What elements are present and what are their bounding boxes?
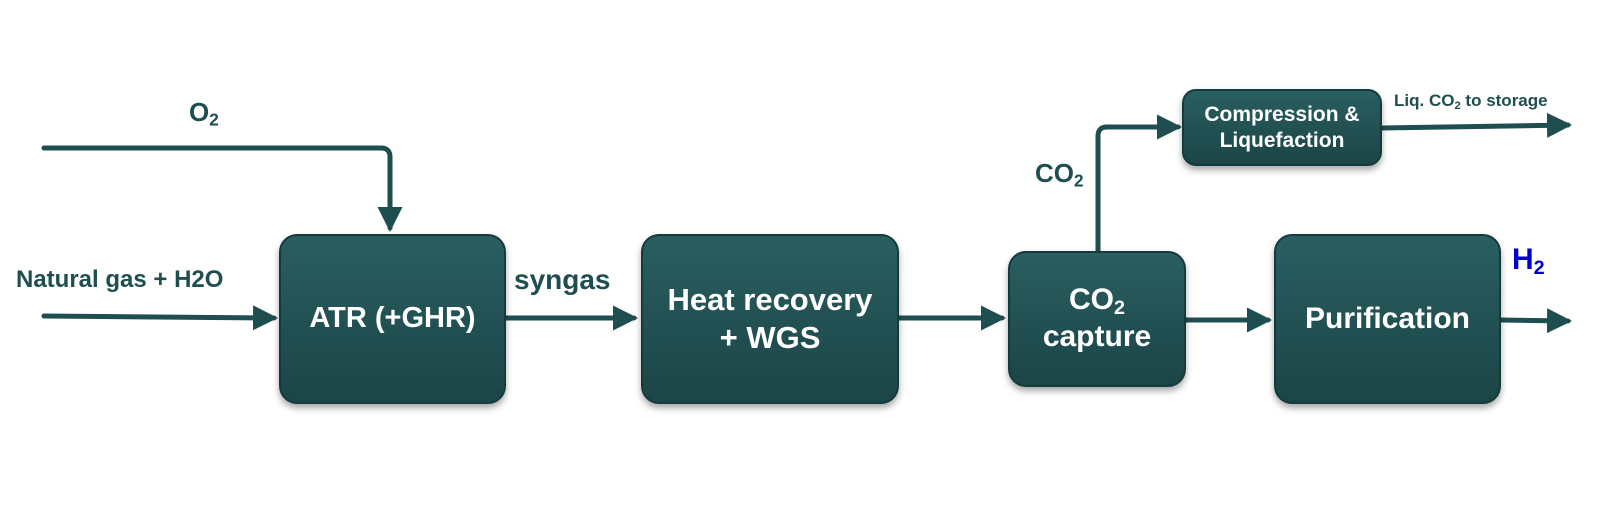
feed-stream-arrow — [41, 305, 278, 331]
liq-co2-stream-label: Liq. CO2 to storage — [1394, 91, 1548, 112]
feed-stream-label: Natural gas + H2O — [16, 266, 224, 293]
co2-stream-arrow — [1095, 114, 1183, 254]
o2-stream-arrow — [41, 145, 403, 233]
compression-liquefaction-unit: Compression & Liquefaction — [1182, 89, 1382, 166]
o2-stream-label: O2 — [189, 97, 219, 130]
atr-unit: ATR (+GHR) — [279, 234, 506, 404]
purification-unit: Purification — [1274, 234, 1501, 404]
h2-product-arrow — [1497, 308, 1572, 334]
co2-stream-label: CO2 — [1035, 158, 1084, 191]
h2-product-label: H2 — [1512, 243, 1545, 279]
heat-recovery-label: Heat recovery — [667, 282, 873, 318]
wgs-label: + WGS — [719, 320, 821, 355]
co2-capture-label-co2: CO2 — [1068, 283, 1125, 320]
co2-capture-label-capture: capture — [1042, 320, 1152, 353]
syngas-stream-label: syngas — [514, 264, 611, 295]
purification-label: Purification — [1304, 301, 1470, 335]
atr-unit-label: ATR (+GHR) — [309, 302, 476, 335]
liq-co2-stream-arrow — [1378, 112, 1572, 138]
heat-recovery-wgs-unit: Heat recovery + WGS — [641, 234, 899, 404]
co2-capture-unit: CO2 capture — [1008, 251, 1186, 387]
liquefaction-label: Liquefaction — [1219, 128, 1345, 152]
compression-label: Compression & — [1204, 102, 1360, 126]
